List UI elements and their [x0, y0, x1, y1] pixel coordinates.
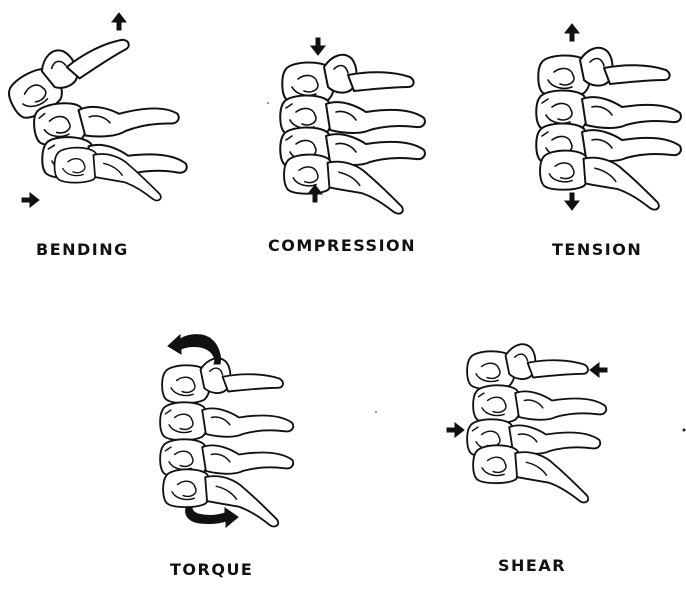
bending-arrow-right-icon: [22, 193, 39, 207]
bending-label: BENDING: [36, 240, 129, 259]
scan-speck: [683, 429, 686, 432]
torque-spine: [160, 358, 293, 526]
shear-panel: [447, 344, 607, 502]
compression-arrow-down-icon: [311, 38, 325, 55]
torque-label: TORQUE: [170, 560, 253, 579]
shear-arrow-right-icon: [447, 423, 464, 437]
scan-speck: [267, 102, 269, 104]
bending-panel: [0, 13, 188, 207]
torque-arrow-bottom-icon: [186, 508, 238, 527]
tension-spine: [536, 48, 681, 210]
tension-label: TENSION: [552, 240, 642, 259]
shear-arrow-left-icon: [590, 363, 607, 377]
scan-speck: [375, 411, 377, 413]
bending-spine: [0, 18, 188, 200]
bending-arrow-up-icon: [112, 13, 126, 30]
compression-label: COMPRESSION: [268, 236, 416, 255]
tension-arrow-up-icon: [565, 24, 579, 41]
shear-label: SHEAR: [498, 556, 566, 575]
compression-spine: [280, 55, 425, 214]
torque-panel: [160, 335, 293, 527]
tension-panel: [536, 24, 681, 210]
shear-spine: [467, 344, 606, 502]
tension-arrow-down-icon: [565, 193, 579, 210]
compression-panel: [280, 38, 425, 214]
